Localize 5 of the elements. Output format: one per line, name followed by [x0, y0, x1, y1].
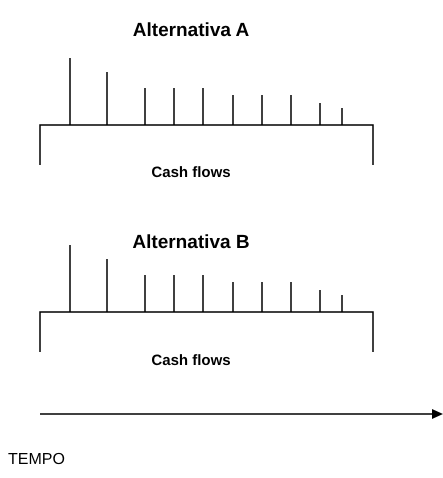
bracket-label: Cash flows [151, 352, 231, 369]
axis-label: TEMPO [8, 451, 65, 469]
heading: Alternativa B [132, 232, 250, 254]
heading: Alternativa A [132, 20, 250, 42]
bracket-label: Cash flows [151, 164, 231, 181]
